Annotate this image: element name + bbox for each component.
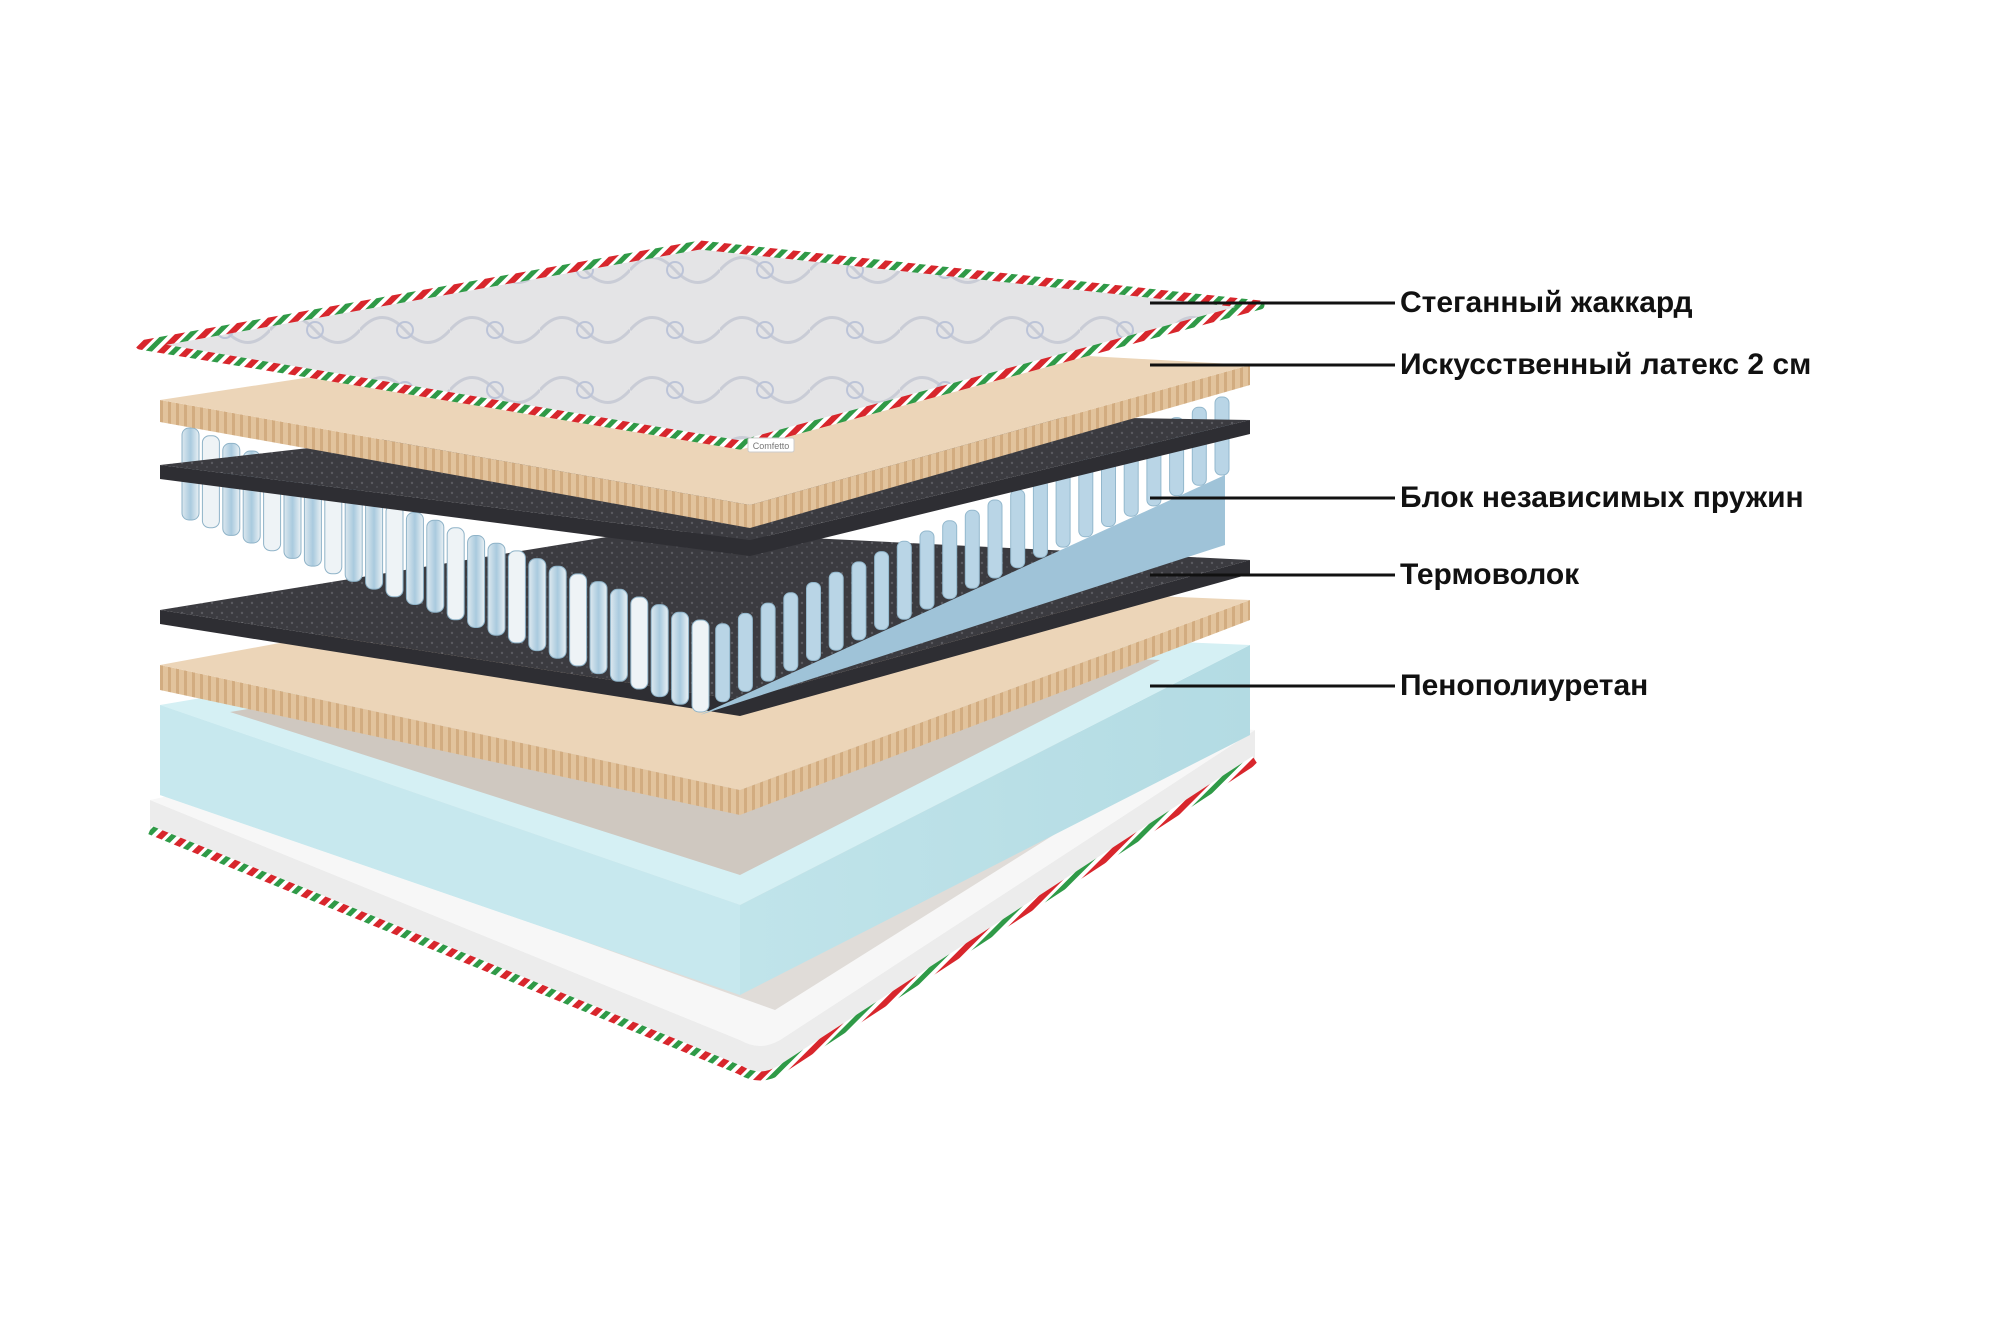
spring-coil — [468, 536, 485, 628]
spring-coil — [829, 572, 843, 650]
spring-coil — [529, 559, 546, 651]
spring-coil — [366, 497, 383, 589]
spring-coil — [692, 620, 709, 712]
spring-coil — [651, 605, 668, 697]
spring-coil — [852, 562, 866, 640]
spring-coil — [386, 505, 403, 597]
spring-coil — [549, 566, 566, 658]
label-latex: Искусственный латекс 2 см — [1400, 347, 1811, 383]
spring-coil — [427, 520, 444, 612]
brand-tag: Comfetto — [753, 441, 790, 451]
spring-coil — [761, 603, 775, 681]
label-jacquard: Стеганный жаккард — [1400, 285, 1693, 321]
spring-coil — [807, 583, 821, 661]
spring-coil — [988, 500, 1002, 578]
spring-coil — [447, 528, 464, 620]
spring-coil — [1056, 469, 1070, 547]
spring-coil — [943, 521, 957, 599]
spring-coil — [672, 612, 689, 704]
spring-coil — [488, 543, 505, 635]
spring-coil — [1011, 490, 1025, 568]
spring-coil — [897, 541, 911, 619]
spring-coil — [590, 582, 607, 674]
spring-coil — [570, 574, 587, 666]
spring-coil — [1033, 479, 1047, 557]
spring-coil — [716, 624, 730, 702]
spring-coil — [631, 597, 648, 689]
spring-coil — [965, 510, 979, 588]
spring-coil — [875, 552, 889, 630]
label-thermofelt: Термоволок — [1400, 557, 1579, 593]
label-springs: Блок независимых пружин — [1400, 480, 1804, 516]
spring-coil — [784, 593, 798, 671]
label-foam: Пенополиуретан — [1400, 668, 1648, 704]
spring-coil — [508, 551, 525, 643]
spring-coil — [406, 513, 423, 605]
spring-coil — [738, 613, 752, 691]
spring-coil — [610, 589, 627, 681]
spring-coil — [920, 531, 934, 609]
